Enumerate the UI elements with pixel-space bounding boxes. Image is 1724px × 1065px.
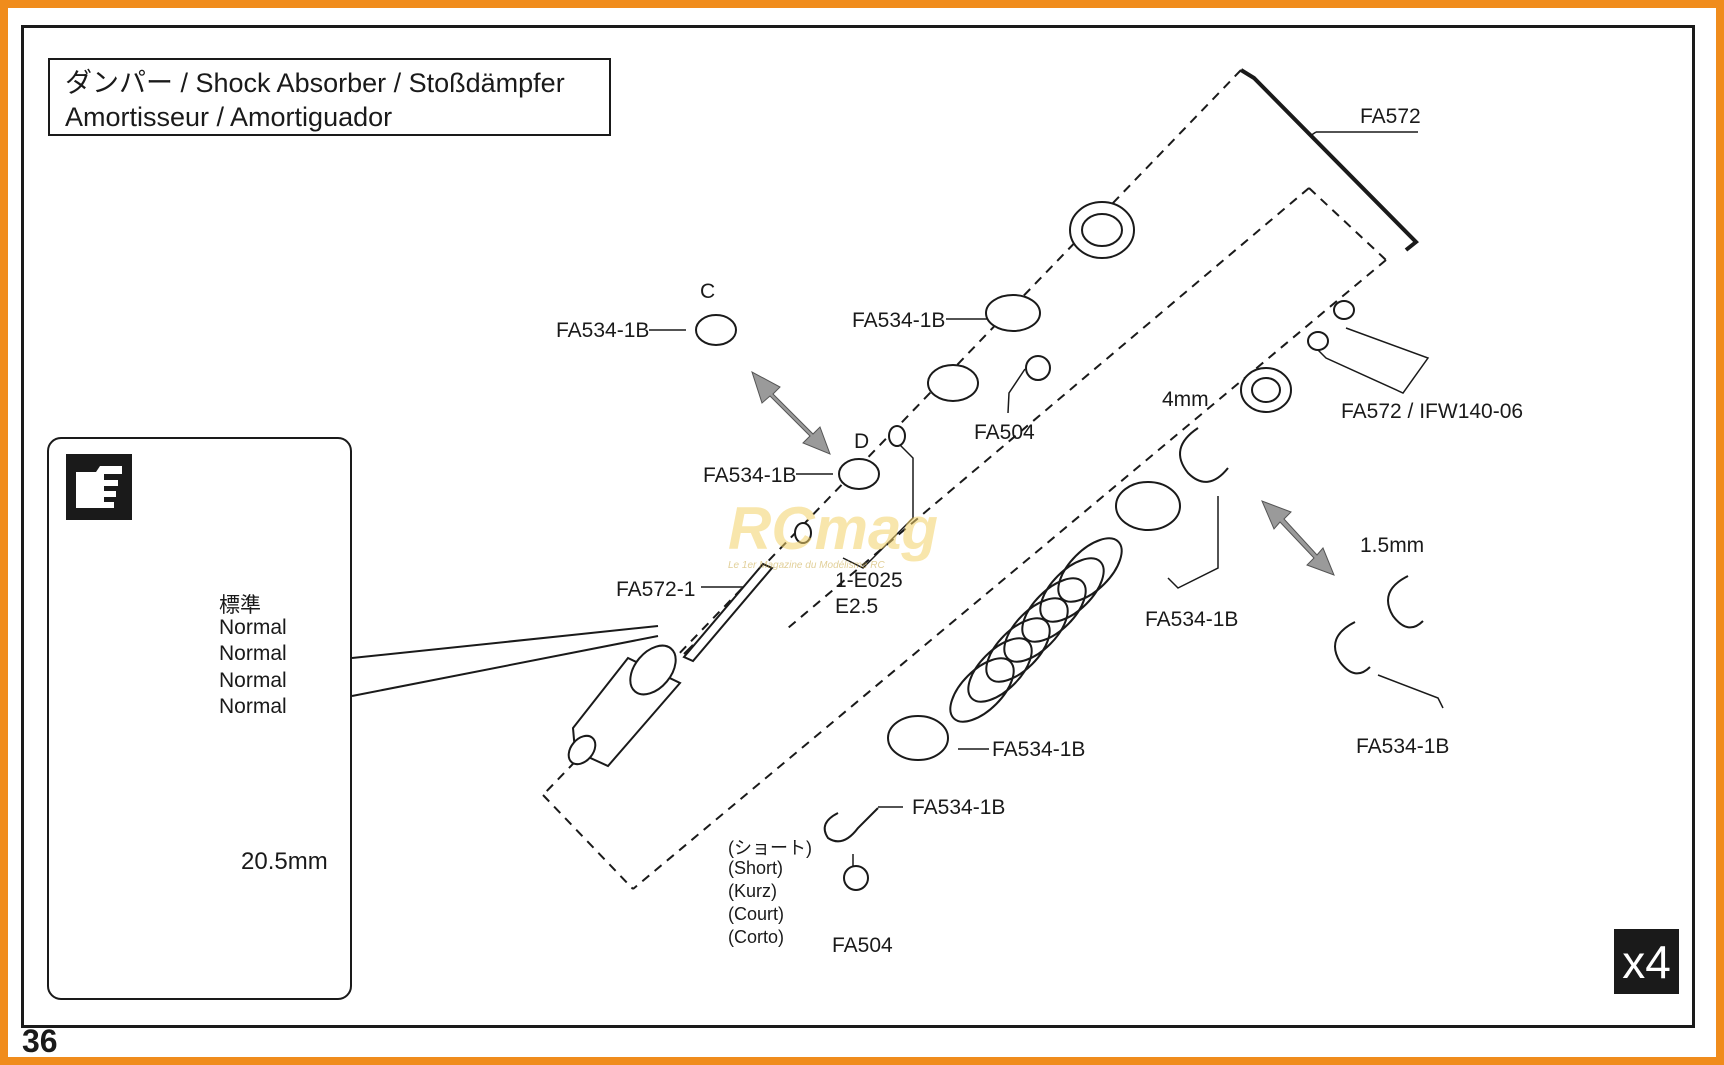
manual-page: ダンパー / Shock Absorber / Stoßdämpfer Amor… bbox=[8, 8, 1716, 1059]
std-4: Normal bbox=[219, 695, 287, 718]
guide-line-lower bbox=[632, 259, 1387, 890]
rcmag-watermark: RCmag Le 1er Magazine du Modélisme RC bbox=[728, 498, 1028, 578]
collar bbox=[1115, 481, 1181, 531]
o-ring bbox=[927, 364, 979, 402]
detail-inset bbox=[47, 437, 352, 1000]
guide-line-bottom bbox=[542, 794, 634, 890]
spacer-4mm bbox=[1179, 427, 1229, 483]
label-1-e025: 1-E025 bbox=[835, 569, 903, 592]
label-fa572: FA572 bbox=[1360, 105, 1421, 128]
label-4mm: 4mm bbox=[1162, 388, 1209, 411]
short-note-en: (Short) bbox=[728, 858, 784, 878]
short-note-jp: (ショート) bbox=[728, 838, 812, 858]
short-note-de: (Kurz) bbox=[728, 881, 777, 901]
pointing-hand-icon bbox=[66, 454, 132, 520]
guide-line-right-top bbox=[1308, 187, 1387, 261]
quantity-badge: x4 bbox=[1614, 929, 1679, 994]
label-fa534-spacer: FA534-1B bbox=[1145, 608, 1239, 631]
fa572-bracket bbox=[1239, 68, 1419, 252]
label-fa534-cap: FA534-1B bbox=[852, 309, 946, 332]
arrow-upper bbox=[751, 370, 831, 455]
short-note-fr: (Court) bbox=[728, 904, 785, 924]
rod-end bbox=[823, 807, 879, 843]
shaft bbox=[682, 562, 774, 663]
label-fa504-bottom: FA504 bbox=[832, 934, 893, 957]
lower-cap bbox=[887, 715, 949, 761]
label-fa572-1: FA572-1 bbox=[616, 578, 696, 601]
section-title: ダンパー / Shock Absorber / Stoßdämpfer Amor… bbox=[48, 58, 611, 136]
piston-c bbox=[695, 314, 737, 346]
label-e25: E2.5 bbox=[835, 595, 879, 618]
watermark-brand: RCmag bbox=[728, 495, 939, 562]
dimension-label: 20.5mm bbox=[241, 848, 328, 875]
shock-body-drawing bbox=[567, 644, 682, 768]
label-c: C bbox=[700, 280, 716, 303]
title-line-1: ダンパー / Shock Absorber / Stoßdämpfer bbox=[65, 68, 565, 98]
piston-d bbox=[838, 458, 880, 490]
watermark-tagline: Le 1er Magazine du Modélisme RC bbox=[728, 560, 885, 571]
label-fa534-collar: FA534-1B bbox=[992, 738, 1086, 761]
arrow-lower bbox=[1261, 500, 1335, 576]
label-fa572-ifw: FA572 / IFW140-06 bbox=[1341, 400, 1524, 423]
ball-top bbox=[1025, 355, 1051, 381]
short-note-es: (Corto) bbox=[728, 927, 785, 947]
label-fa534-c: FA534-1B bbox=[556, 319, 650, 342]
page-frame bbox=[21, 25, 1695, 1028]
std-3: Normal bbox=[219, 669, 287, 692]
label-1-5mm: 1.5mm bbox=[1360, 534, 1425, 557]
label-fa534-clips: FA534-1B bbox=[1356, 735, 1450, 758]
std-1: Normal bbox=[219, 616, 287, 639]
guide-line-mid bbox=[787, 187, 1310, 629]
title-line-2: Amortisseur / Amortiguador bbox=[65, 102, 393, 132]
std-2: Normal bbox=[219, 642, 287, 665]
label-fa534-d: FA534-1B bbox=[703, 464, 797, 487]
page-number: 36 bbox=[22, 1023, 58, 1059]
cap bbox=[985, 294, 1041, 332]
label-d: D bbox=[854, 430, 870, 453]
std-jp: 標準 bbox=[219, 594, 261, 617]
label-fa534-end: FA534-1B bbox=[912, 796, 1006, 819]
ball-bottom bbox=[843, 865, 869, 891]
spring bbox=[949, 537, 1123, 723]
label-fa504-top: FA504 bbox=[974, 421, 1035, 444]
